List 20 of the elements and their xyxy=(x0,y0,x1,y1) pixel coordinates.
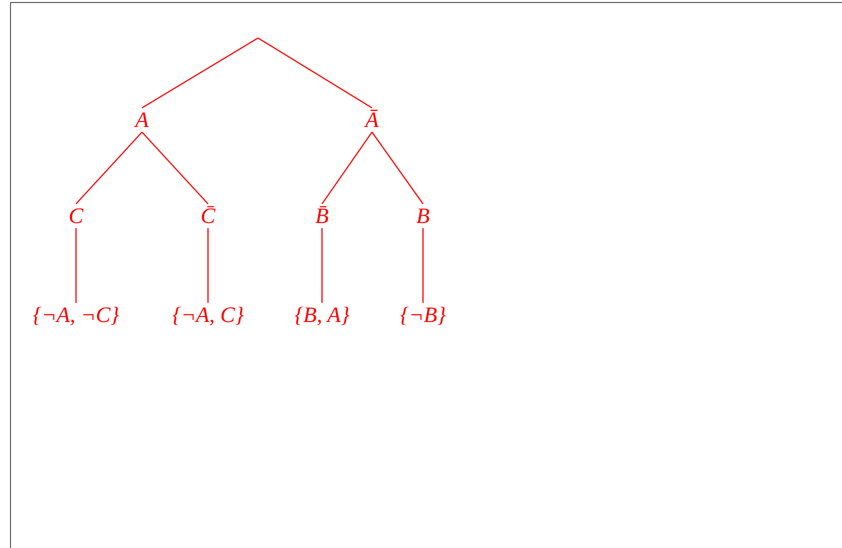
tree-branch xyxy=(142,132,208,204)
tree-node-label: A xyxy=(134,108,150,132)
tree-branch xyxy=(322,132,372,204)
tree-node-label: {¬B} xyxy=(399,302,447,328)
tree-branch xyxy=(422,228,424,303)
tree-node-label: B̄ xyxy=(314,204,330,228)
tree-branch xyxy=(76,132,142,204)
tree-node-label: {¬A, ¬C} xyxy=(32,302,120,328)
tree-branch xyxy=(321,228,323,303)
tree-node-label: {¬A, C} xyxy=(171,302,245,328)
tree-branch xyxy=(258,37,372,108)
tree-node-label: Ā xyxy=(364,108,380,132)
tree-node-label: C xyxy=(68,204,84,228)
tree-branch xyxy=(372,132,424,204)
tree-node-label: {B, A} xyxy=(293,302,351,328)
tree-branch xyxy=(75,228,77,303)
tree-branch xyxy=(142,37,258,108)
tree-node-label: B xyxy=(415,204,431,228)
tree-branch xyxy=(207,228,209,303)
tree-node-label: C̄ xyxy=(200,204,216,228)
